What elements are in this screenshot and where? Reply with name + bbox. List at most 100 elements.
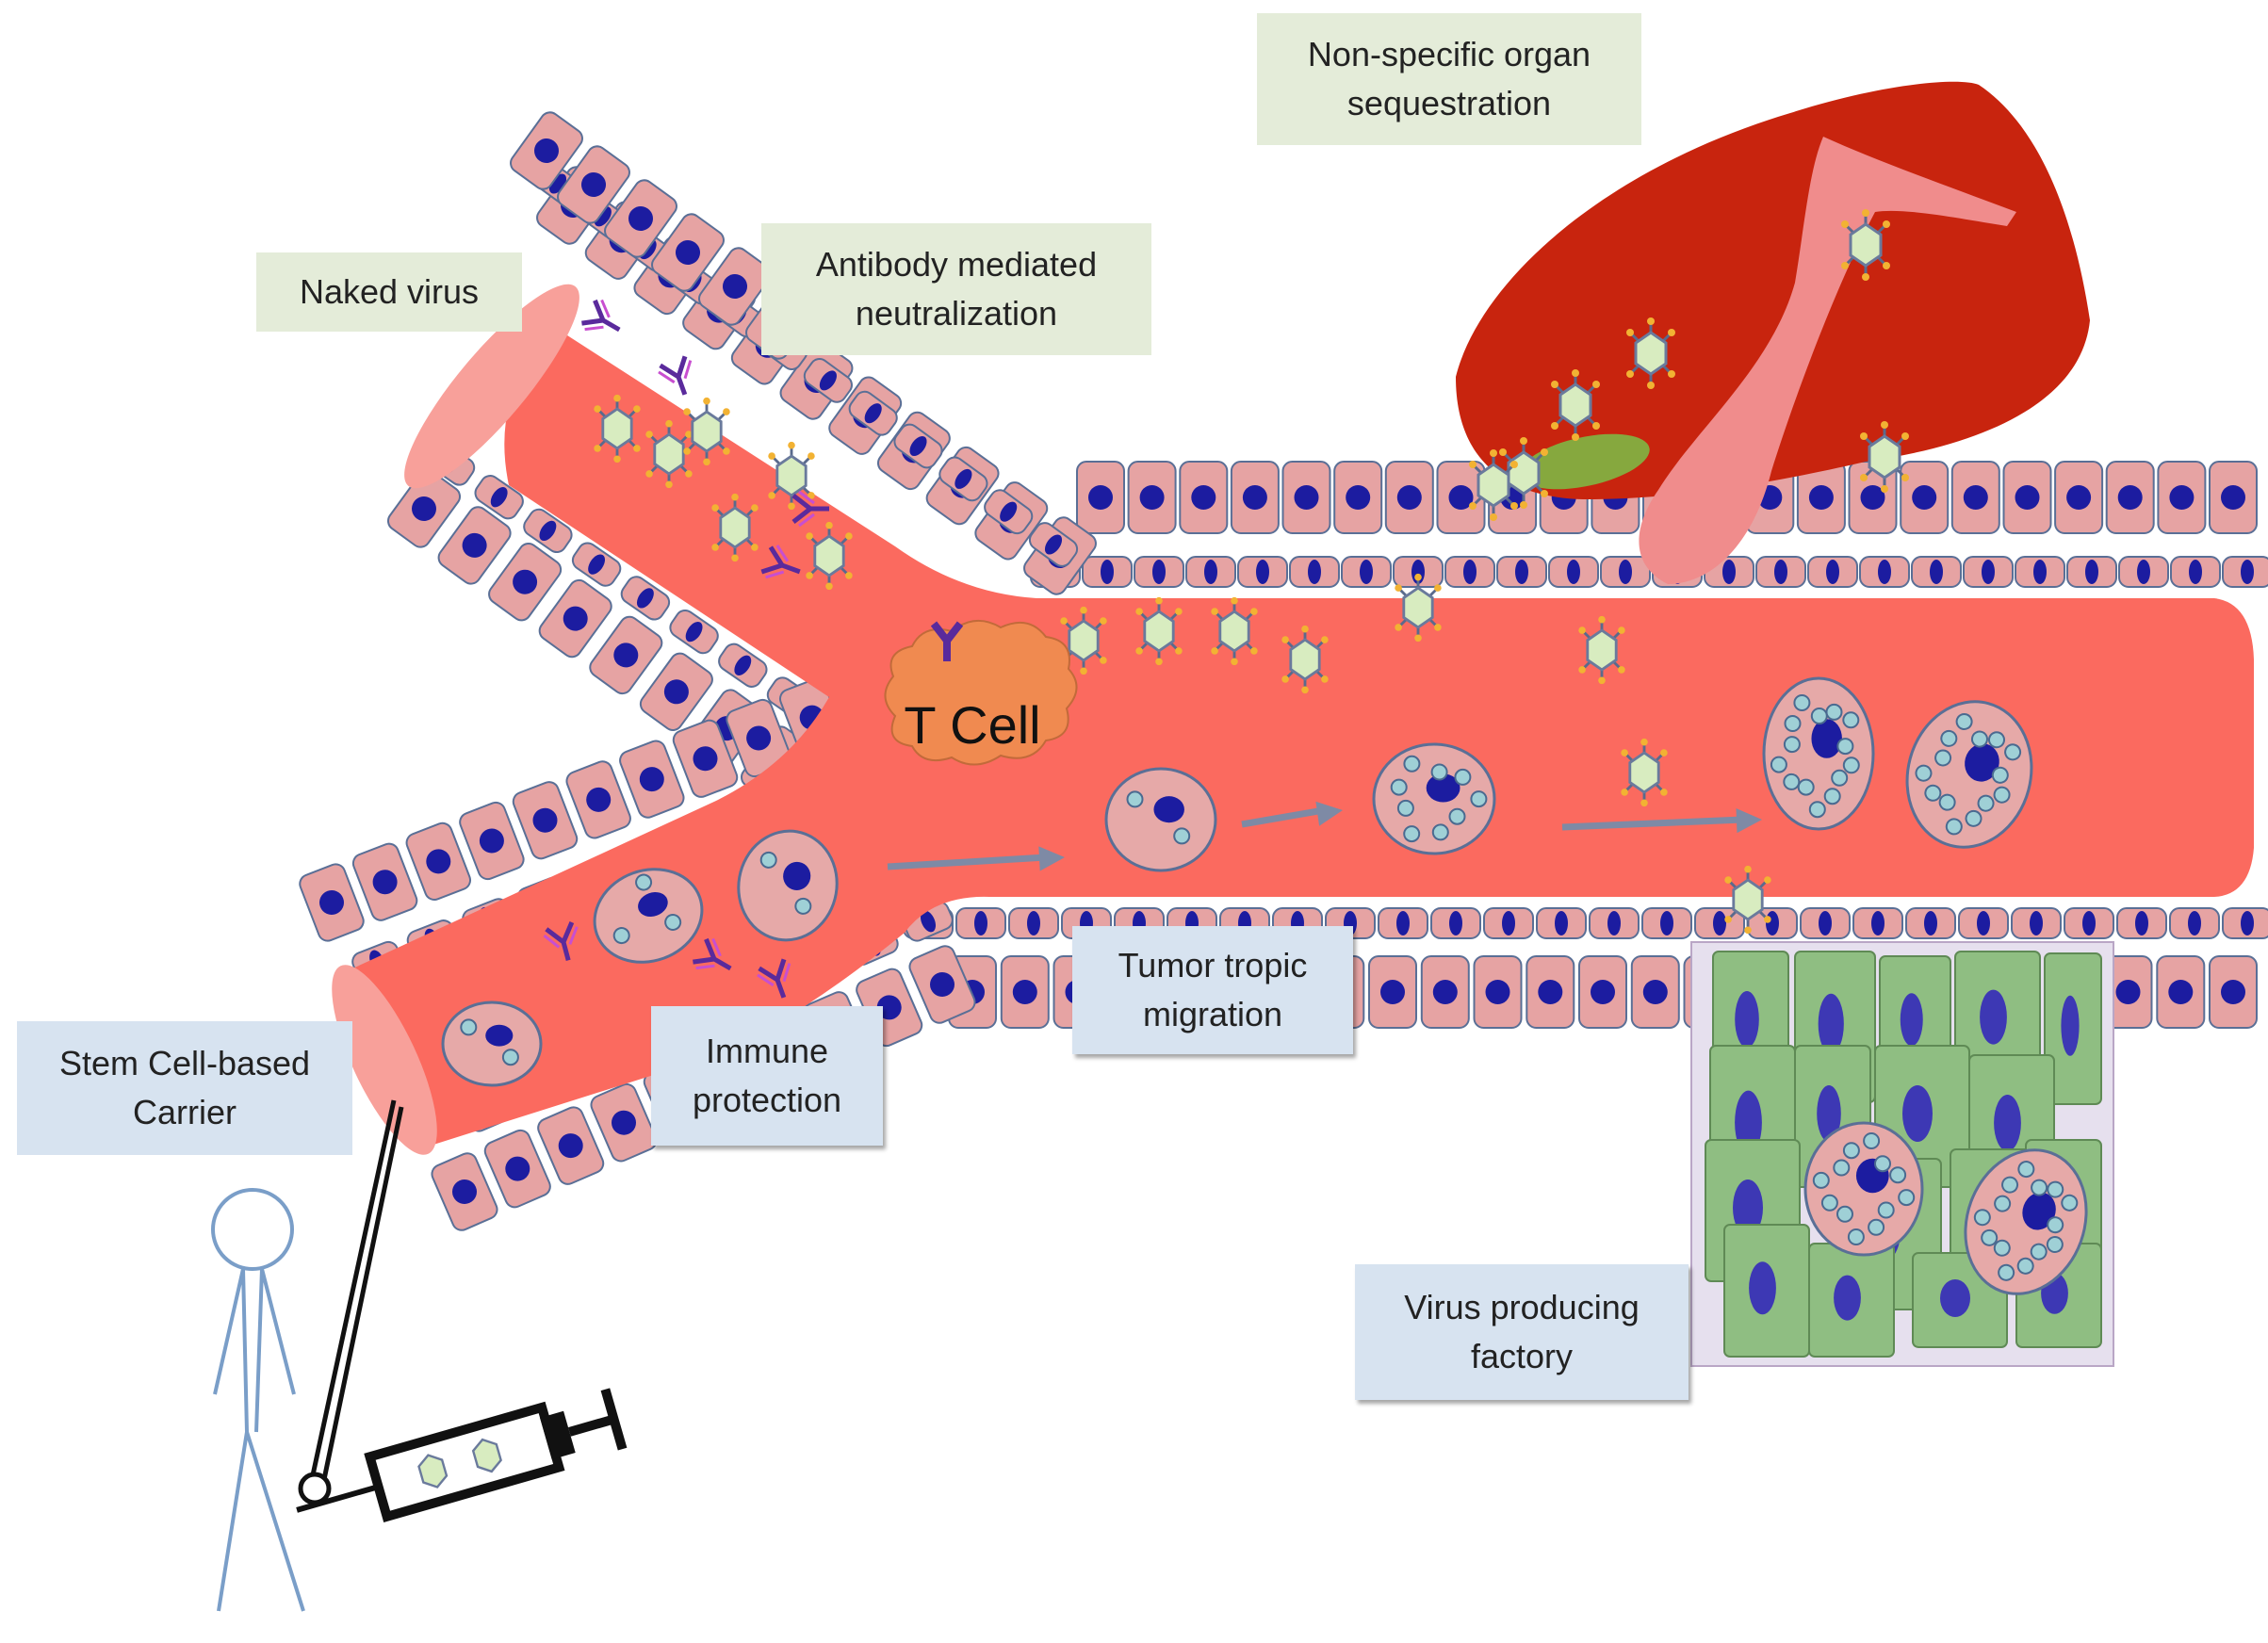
stem-cell-virus — [1831, 769, 1849, 787]
stem-cell-virus — [1810, 708, 1828, 724]
cell-nucleus — [876, 995, 902, 1020]
label-antibody-neutralization: Antibody mediated neutralization — [761, 223, 1151, 355]
virus-spike-tip — [1592, 422, 1600, 430]
stem-cell-carrier — [1372, 742, 1496, 855]
cell-nucleus — [639, 767, 664, 792]
virus-spike-tip — [1155, 658, 1163, 666]
virus-capsid — [1218, 610, 1250, 653]
virus-particle — [594, 394, 641, 464]
cell-nucleus — [1982, 560, 1995, 584]
virus-spike-tip — [1520, 501, 1527, 509]
stem-cell-carrier — [441, 1000, 543, 1087]
antibody-light-chain — [765, 545, 790, 579]
stem-cell-virus — [2031, 1179, 2048, 1196]
cell-nucleus — [1152, 560, 1166, 584]
stem-cell-virus — [1993, 1239, 2011, 1257]
virus-particle — [1578, 615, 1625, 685]
virus-spike-tip — [1901, 432, 1909, 440]
migration-arrow — [1241, 801, 1343, 828]
stem-cell-virus — [1874, 1155, 1891, 1173]
cell-nucleus — [746, 725, 772, 751]
antibody — [581, 299, 621, 333]
virus-spike-tip — [1469, 461, 1477, 468]
virus-spike-tip — [1862, 273, 1869, 281]
liver-vessel-shade — [1639, 137, 2016, 584]
virus-spike-tip — [1135, 647, 1143, 655]
virus-spike-tip — [1469, 502, 1477, 510]
cell-nucleus — [372, 870, 398, 895]
virus-spike-tip — [1764, 916, 1771, 923]
cell-row-bottom-outer — [1473, 955, 1523, 1029]
cell-row-top-inner — [1341, 556, 1392, 588]
stem-cell-virus — [2001, 1176, 2019, 1194]
t-cell-label: T Cell — [904, 695, 1041, 755]
virus-spike-tip — [751, 504, 759, 512]
virus-spike-tip — [1881, 485, 1888, 493]
cell-row-upper-inner — [984, 489, 1034, 535]
cell-row-top-inner — [2118, 556, 2169, 588]
migration-arrow — [1561, 808, 1762, 834]
cell-row-bottom-inner — [1536, 907, 1587, 939]
stem-cell-nucleus — [2022, 1192, 2056, 1230]
cell-nucleus — [479, 828, 504, 854]
antibody-light-chain — [757, 963, 791, 987]
stem-cell-nucleus — [1965, 743, 1999, 782]
cell-row-top-outer — [1950, 461, 2000, 534]
cell-nucleus — [1294, 485, 1319, 510]
virus-spike-tip — [1626, 329, 1634, 336]
antibody-light-chain — [798, 490, 815, 528]
cell-nucleus — [426, 849, 451, 874]
vessel-body — [349, 325, 2254, 1145]
cell-nucleus — [1485, 980, 1510, 1004]
cell-nucleus — [1619, 560, 1632, 584]
cell-nucleus — [734, 655, 752, 675]
cell-row-bottom-outer — [1578, 955, 1627, 1029]
virus-spike-tip — [645, 470, 653, 478]
virus-spike-tip — [1510, 502, 1518, 510]
virus-spike-tip — [1541, 490, 1548, 497]
virus-capsid — [1849, 222, 1883, 268]
stem-cell-virus — [1998, 1263, 2015, 1281]
cell-nucleus — [2030, 911, 2043, 935]
label-virus-producing-factory: Virus producing factory — [1355, 1264, 1689, 1400]
cell-nucleus — [2221, 485, 2245, 510]
cell-row-upper-lower-inner — [571, 542, 622, 587]
virus-spike-tip — [1647, 317, 1655, 325]
virus-spike-tip — [1744, 865, 1752, 873]
tumor-cell-nucleus — [2061, 995, 2080, 1056]
virus-capsid — [653, 432, 685, 476]
cell-row-top-outer — [1230, 461, 1280, 534]
tumor-cell-nucleus — [1980, 989, 2007, 1045]
virus-spike-tip — [1883, 262, 1890, 269]
cell-row-top-inner — [1755, 556, 1806, 588]
virus-capsid — [1477, 463, 1510, 508]
cell-row-upper-top — [698, 247, 772, 326]
virus-spike-tip — [1434, 624, 1442, 631]
cell-row-top-outer — [1796, 461, 1846, 534]
cell-row-bottom-inner — [1008, 907, 1059, 939]
virus-spike-tip — [788, 502, 795, 511]
label-immune-protection: Immune protection — [651, 1006, 883, 1146]
virus-spike-tip — [1321, 636, 1329, 643]
cell-row-lower-upper-outer — [672, 719, 739, 798]
stem-cell-virus — [1868, 1218, 1885, 1236]
virus-spike-tip — [1080, 606, 1087, 614]
virus-particle — [768, 441, 815, 511]
cell-row-top-inner — [1963, 556, 2014, 588]
stem-cell-virus — [1863, 1132, 1881, 1149]
cell-nucleus — [1308, 560, 1321, 584]
cell-row-bottom-inner — [1905, 907, 1956, 939]
cell-row-bottom-outer — [2156, 955, 2206, 1029]
cell-row-lower-upper-outer — [565, 760, 631, 839]
stem-cell-virus — [1938, 793, 1956, 811]
liver-organ — [1456, 81, 2090, 584]
virus-particle — [1551, 369, 1600, 441]
cell-nucleus — [1242, 485, 1267, 510]
cell-nucleus — [2137, 560, 2150, 584]
migration-arrow — [887, 846, 1065, 871]
stem-cell-virus — [1784, 715, 1802, 732]
tumor-cell-nucleus — [1749, 1261, 1776, 1315]
stem-cell-virus — [1797, 778, 1815, 796]
virus-spike-tip — [768, 492, 775, 499]
tumor-cell-nucleus — [1733, 1179, 1763, 1236]
